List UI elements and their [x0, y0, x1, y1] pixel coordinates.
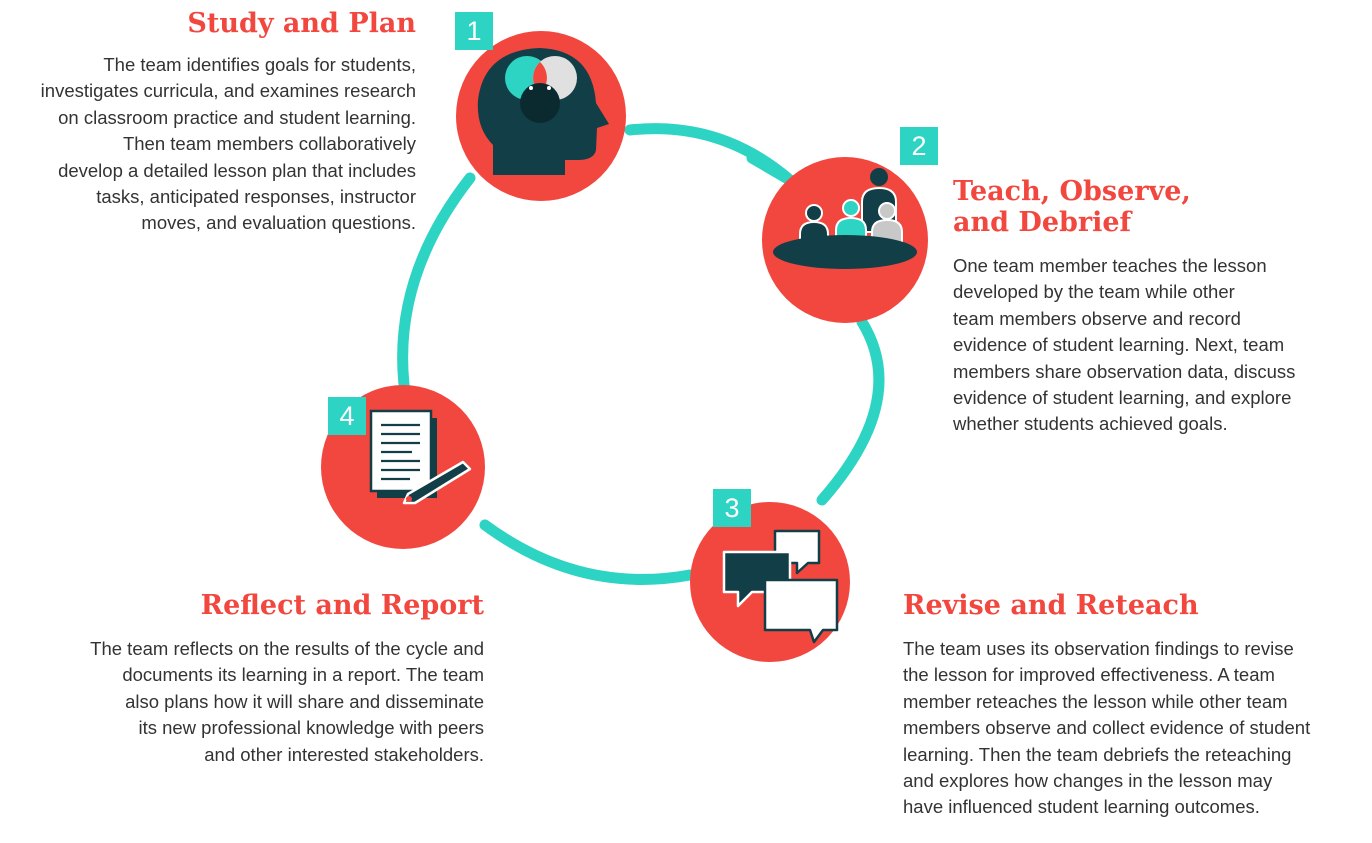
step-2-title: Teach, Observe, and Debrief: [953, 176, 1191, 238]
step-1-description-line: tasks, anticipated responses, instructor: [96, 186, 416, 208]
step-3-description-line: member reteaches the lesson while other …: [903, 690, 1288, 712]
step-2-description-line: members share observation data, discuss: [953, 360, 1296, 382]
document-pencil-icon: [369, 409, 472, 505]
step-1-description-line: Then team members collaboratively: [122, 133, 416, 155]
classroom-group-icon: [773, 168, 917, 269]
step-4-title-line: Reflect and Report: [200, 590, 484, 621]
connector-4-1: [397, 172, 476, 399]
step-4-description-line: and other interested stakeholders.: [204, 743, 484, 765]
step-1-description-line: moves, and evaluation questions.: [141, 212, 416, 234]
step-2-number-badge: 2: [900, 127, 938, 165]
step-2-description-line: team members observe and record: [953, 307, 1241, 329]
step-1-description: The team identifies goals for students, …: [41, 52, 416, 237]
step-2-description-line: evidence of student learning. Next, team: [953, 334, 1285, 356]
step-3-description-line: members observe and collect evidence of …: [903, 717, 1311, 739]
step-3-description-line: have influenced student learning outcome…: [903, 796, 1260, 818]
step-3-number-badge: 3: [713, 489, 751, 527]
step-2-description-line: One team member teaches the lesson: [953, 255, 1267, 276]
step-4-description-line: also plans how it will share and dissemi…: [125, 690, 484, 712]
speech-bubbles-icon: [722, 529, 839, 644]
step-4-description-line: its new professional knowledge with peer…: [138, 717, 484, 739]
step-3-description-line: the lesson for improved effectiveness. A…: [903, 664, 1275, 686]
head-venn-icon: [477, 48, 609, 175]
step-4-number-badge: 4: [328, 397, 366, 435]
step-4-description: The team reflects on the results of the …: [90, 636, 484, 768]
step-1-description-line: develop a detailed lesson plan that incl…: [58, 159, 416, 181]
step-1-description-line: investigates curricula, and examines res…: [40, 80, 416, 102]
step-1-description-line: The team identifies goals for students,: [103, 54, 416, 75]
connector-2-3: [816, 316, 885, 506]
step-2-description-line: developed by the team while other: [953, 281, 1235, 303]
step-2-description-line: evidence of student learning, and explor…: [953, 387, 1292, 409]
step-2-description: One team member teaches the lesson devel…: [953, 253, 1295, 438]
step-3-description-line: The team uses its observation findings t…: [903, 638, 1294, 659]
step-3-title: Revise and Reteach: [903, 590, 1199, 621]
step-3-description-line: learning. Then the team debriefs the ret…: [903, 743, 1292, 765]
step-3-title-line: Revise and Reteach: [903, 590, 1199, 621]
step-2-title-line: Teach, Observe,: [953, 176, 1191, 207]
step-3-description: The team uses its observation findings t…: [903, 636, 1310, 821]
step-4-description-line: The team reflects on the results of the …: [90, 638, 484, 659]
step-3-description-line: and explores how changes in the lesson m…: [903, 770, 1273, 792]
step-4-description-line: documents its learning in a report. The …: [122, 664, 484, 686]
step-2-title-line: and Debrief: [953, 207, 1132, 238]
step-1-title-line: Study and Plan: [187, 8, 416, 39]
step-1-description-line: on classroom practice and student learni…: [58, 106, 416, 128]
step-1-title: Study and Plan: [187, 8, 416, 39]
step-2-description-line: whether students achieved goals.: [953, 413, 1228, 435]
connector-3-4: [479, 519, 696, 585]
step-1-number-badge: 1: [455, 12, 493, 50]
step-4-title: Reflect and Report: [201, 590, 484, 621]
